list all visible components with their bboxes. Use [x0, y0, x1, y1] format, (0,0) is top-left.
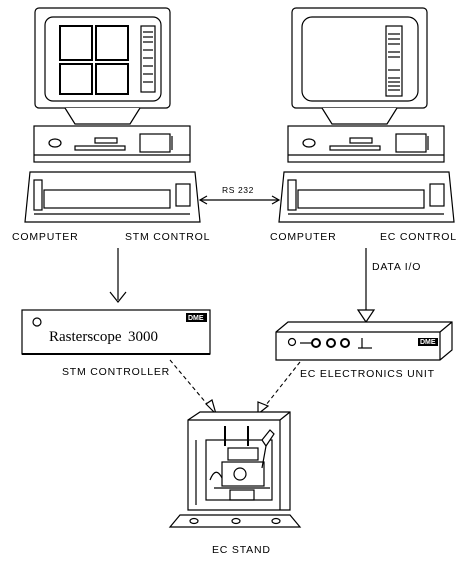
- computer-right-label: COMPUTER: [270, 231, 336, 243]
- monitor-right: [291, 7, 428, 125]
- stm-controller-label: STM CONTROLLER: [62, 366, 170, 378]
- stm-control-label: STM CONTROL: [125, 231, 210, 243]
- ec-stand-label: EC STAND: [212, 544, 271, 556]
- ec-control-label: EC CONTROL: [380, 231, 457, 243]
- keyboard-right: [278, 171, 455, 223]
- computer-left-label: COMPUTER: [12, 231, 78, 243]
- dme-logo-left: [186, 313, 207, 322]
- system-unit-left: [33, 125, 191, 163]
- monitor-left: [34, 7, 171, 125]
- data-io-label: DATA I/O: [372, 261, 421, 273]
- brand-model: 3000: [128, 329, 158, 345]
- link-stm-to-stand: [169, 359, 218, 417]
- dme-logo-right: [418, 338, 438, 346]
- ec-stand: [168, 411, 302, 528]
- ec-electronics-label: EC ELECTRONICS UNIT: [300, 368, 435, 380]
- dme-logo-right-text: DME: [420, 339, 436, 346]
- computer-left: [24, 7, 201, 223]
- ec-electronics-unit: DME: [275, 321, 453, 361]
- system-unit-right: [287, 125, 445, 163]
- arrow-data-io: DATA I/O: [356, 248, 421, 324]
- arrow-computer-to-stm: [109, 248, 127, 303]
- stm-controller: Rasterscope 3000 DME: [21, 309, 211, 355]
- rs232-label: RS 232: [222, 185, 254, 195]
- keyboard-left: [24, 171, 201, 223]
- brand-name: Rasterscope: [49, 329, 122, 345]
- computer-right: [278, 7, 455, 223]
- link-ec-to-stand: [257, 361, 301, 416]
- rs232-link: RS 232: [198, 185, 281, 205]
- dme-logo-left-text: DME: [188, 315, 204, 322]
